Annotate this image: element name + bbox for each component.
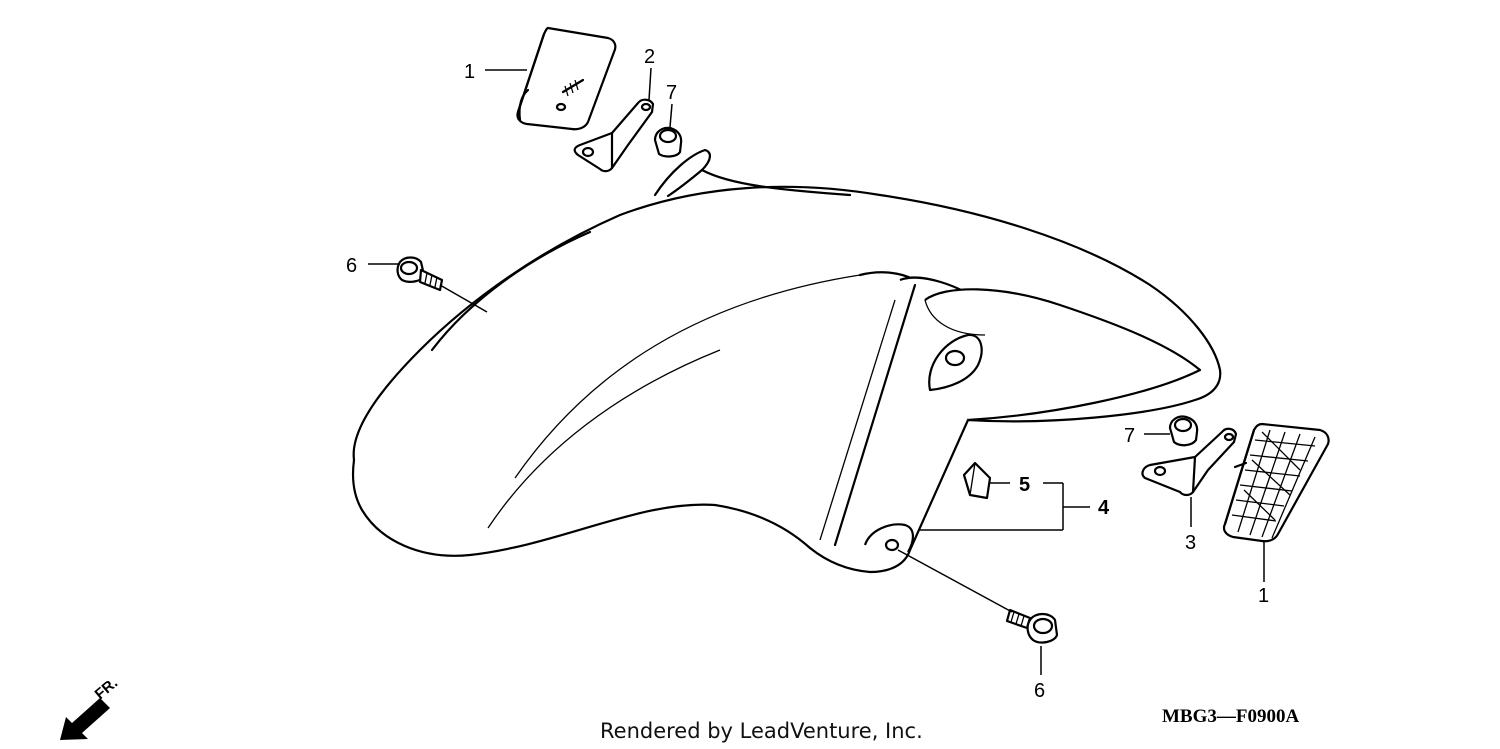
diagram-code: MBG3—F0900A <box>1162 706 1299 727</box>
front-direction-arrow-icon <box>60 698 110 740</box>
bracket-left[interactable] <box>573 98 655 173</box>
reflector-right[interactable] <box>1222 422 1330 543</box>
callout-5: 5 <box>1019 474 1030 496</box>
render-credit: Rendered by LeadVenture, Inc. <box>600 719 923 743</box>
callout-4: 4 <box>1098 497 1110 519</box>
nut-top[interactable] <box>653 126 683 158</box>
callout-7-top: 7 <box>666 82 677 104</box>
leader-lines <box>368 67 1265 675</box>
callout-2: 2 <box>644 46 655 68</box>
callout-6-bottom: 6 <box>1034 680 1045 702</box>
reflector-grid <box>1231 429 1316 539</box>
callout-1-right: 1 <box>1258 585 1269 607</box>
bolt-bottom[interactable] <box>1005 608 1059 644</box>
direction-label: FR. <box>92 675 121 704</box>
callout-3: 3 <box>1185 532 1196 554</box>
callout-6-left: 6 <box>346 255 357 277</box>
bolt-left[interactable] <box>396 256 444 292</box>
nut-right[interactable] <box>1168 415 1199 447</box>
reflector-left[interactable] <box>516 26 617 131</box>
bracket-right[interactable] <box>1141 427 1238 497</box>
callout-1-left: 1 <box>464 61 475 83</box>
rubber-pad[interactable] <box>962 461 992 500</box>
front-fender[interactable] <box>351 148 1222 574</box>
callout-7-right: 7 <box>1124 425 1135 447</box>
